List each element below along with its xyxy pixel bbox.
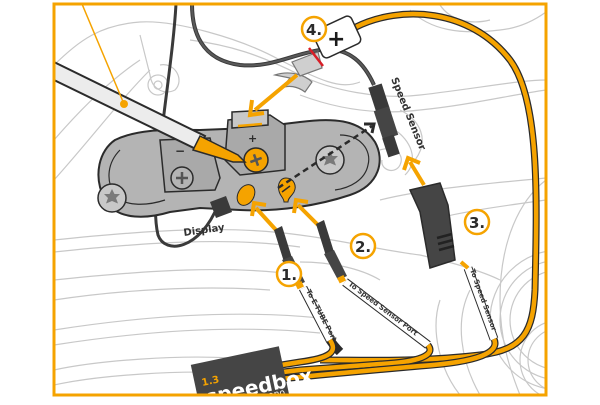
speed-sensor-port-plug <box>316 220 347 284</box>
step-badge-2: 2. <box>349 232 377 260</box>
arrow-icon <box>292 197 320 227</box>
phillips-screw-icon <box>243 147 269 173</box>
cable-lug <box>272 47 324 93</box>
screwdriver-leader-line <box>81 4 125 105</box>
svg-text:3.: 3. <box>469 214 485 232</box>
speed-sensor-port <box>277 177 296 203</box>
step-badge-4: 4. <box>300 15 328 43</box>
arrow-icon <box>402 155 426 187</box>
step-badge-1: 1. <box>275 260 303 288</box>
screwdriver-icon <box>54 60 247 163</box>
speed-sensor-plug <box>408 182 456 269</box>
speed-sensor-connector <box>368 83 400 158</box>
plus-icon: + <box>327 27 345 52</box>
speedbox-version: 1.3 <box>201 374 221 388</box>
svg-text:1.: 1. <box>281 266 297 284</box>
step-badge-3: 3. <box>463 208 491 236</box>
speedbox-subtitle: Shimano <box>245 388 286 400</box>
svg-text:4.: 4. <box>306 21 322 39</box>
arrow-icon <box>277 122 376 190</box>
controller-housing: + − <box>97 109 381 218</box>
speedbox-unit: 1.3 speedbox Shimano <box>190 346 315 400</box>
phillips-screw-icon <box>170 166 194 190</box>
etube-port <box>236 184 256 206</box>
arrow-icon <box>247 73 299 118</box>
plus-symbol: + <box>248 132 257 145</box>
minus-symbol: − <box>175 144 185 158</box>
svg-text:2.: 2. <box>355 238 371 256</box>
arrow-icon <box>250 200 278 232</box>
bike-frame-outline <box>54 4 546 395</box>
diagram-frame <box>52 2 548 397</box>
orange-cable-bundle <box>249 337 499 386</box>
